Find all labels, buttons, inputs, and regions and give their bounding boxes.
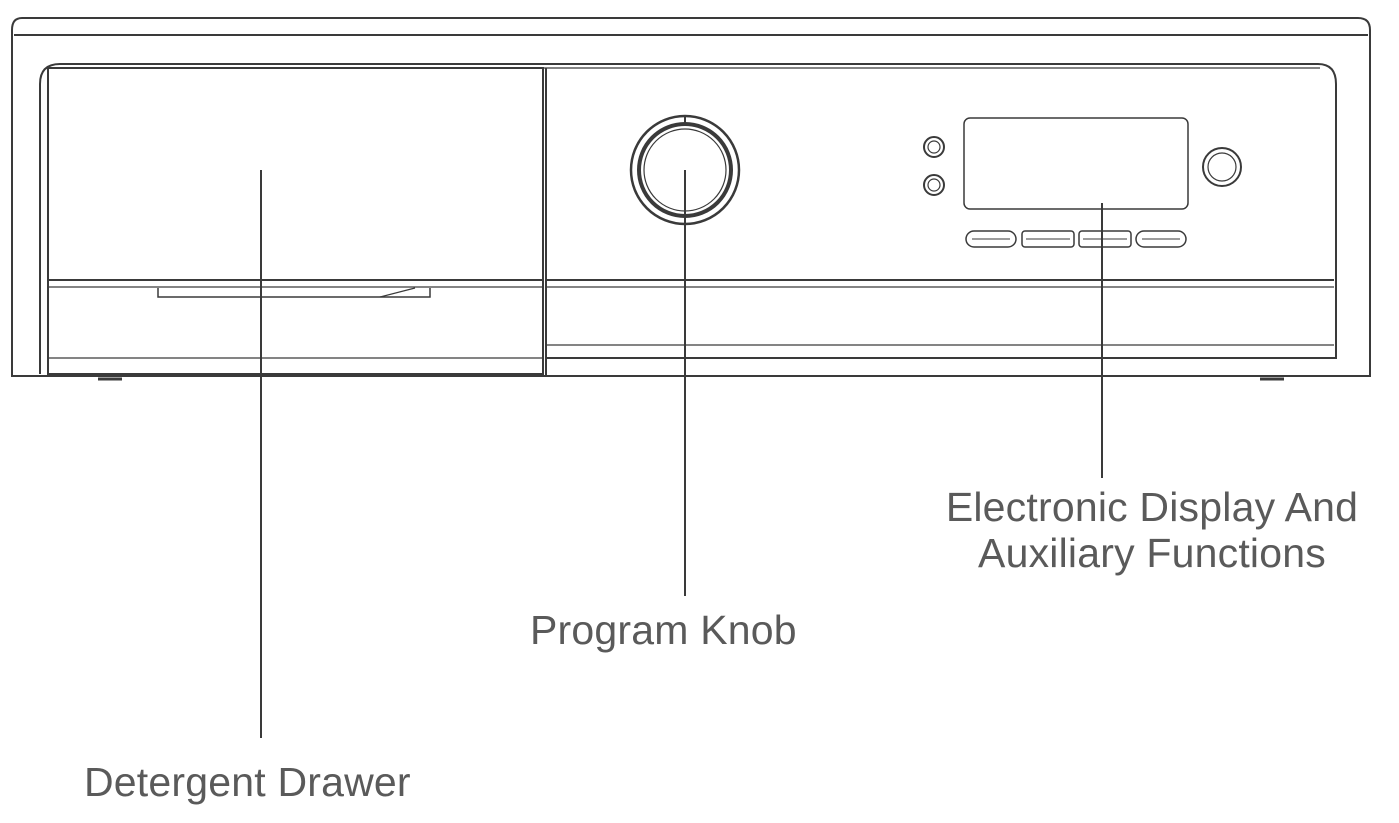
aux-button-top-inner	[927, 140, 941, 154]
drawer-handle-slant	[379, 287, 416, 298]
aux-button-bottom-inner	[927, 178, 941, 192]
detergent-drawer	[47, 67, 544, 375]
aux-button-bottom	[923, 174, 945, 196]
label-program-knob: Program Knob	[530, 607, 797, 653]
label-electronic-display-line2: Auxiliary Functions	[978, 530, 1326, 576]
function-button-1	[965, 230, 1017, 248]
electronic-display-screen	[963, 117, 1189, 210]
label-detergent-drawer: Detergent Drawer	[84, 759, 411, 805]
aux-button-top	[923, 136, 945, 158]
label-electronic-display-line1: Electronic Display And	[945, 484, 1359, 530]
panel-housing	[11, 17, 1371, 377]
inner-frame	[39, 63, 1337, 374]
function-button-4	[1135, 230, 1187, 248]
label-electronic-display: Electronic Display And Auxiliary Functio…	[905, 484, 1399, 576]
power-button	[1202, 147, 1242, 187]
drawer-handle	[157, 288, 431, 298]
power-button-inner	[1207, 152, 1237, 182]
function-button-2	[1021, 230, 1075, 248]
function-button-3	[1078, 230, 1132, 248]
